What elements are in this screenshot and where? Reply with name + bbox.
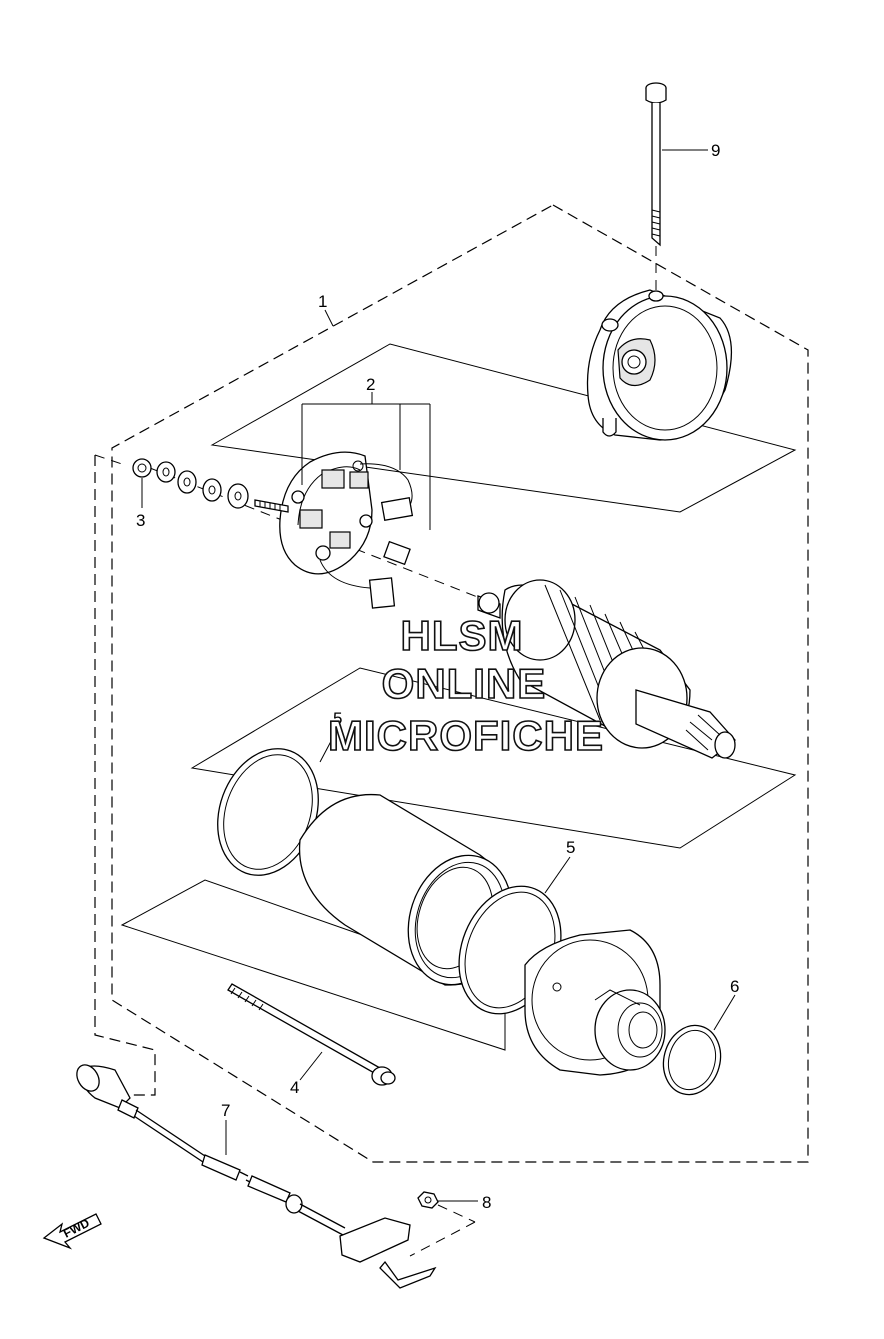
callout-7: 7 — [221, 1101, 230, 1120]
callout-1: 1 — [318, 292, 327, 311]
watermark-line-3: MICROFICHE — [327, 711, 604, 760]
lead-wire — [76, 1064, 437, 1289]
brush-holder-assembly — [279, 451, 414, 609]
rear-cover — [524, 929, 666, 1076]
callout-2-bracket — [301, 392, 431, 530]
wiring-bracket-line — [94, 455, 156, 1096]
callout-3: 3 — [136, 511, 145, 530]
callout-5-left: 5 — [333, 709, 342, 728]
fwd-arrow-icon: FWD — [42, 1213, 102, 1250]
plane-outline-top — [210, 343, 797, 513]
front-cover — [586, 289, 733, 441]
callout-2: 2 — [366, 375, 375, 394]
o-ring-small — [662, 1024, 722, 1096]
watermark-line-1: HLSM — [400, 611, 524, 660]
through-bolt — [227, 983, 396, 1086]
watermark-line-2: ONLINE — [381, 659, 547, 708]
plane-outline-middle — [190, 667, 797, 849]
callout-6: 6 — [730, 977, 739, 996]
callout-9: 9 — [711, 141, 720, 160]
nut-8 — [417, 1191, 439, 1209]
callout-5-right: 5 — [566, 838, 575, 857]
nut-and-washers — [132, 458, 289, 513]
callout-4: 4 — [290, 1078, 299, 1097]
o-ring-left — [217, 748, 319, 876]
assembly-boundary — [111, 204, 809, 1163]
callout-8: 8 — [482, 1193, 491, 1212]
long-bolt — [645, 82, 667, 247]
armature — [477, 579, 736, 759]
